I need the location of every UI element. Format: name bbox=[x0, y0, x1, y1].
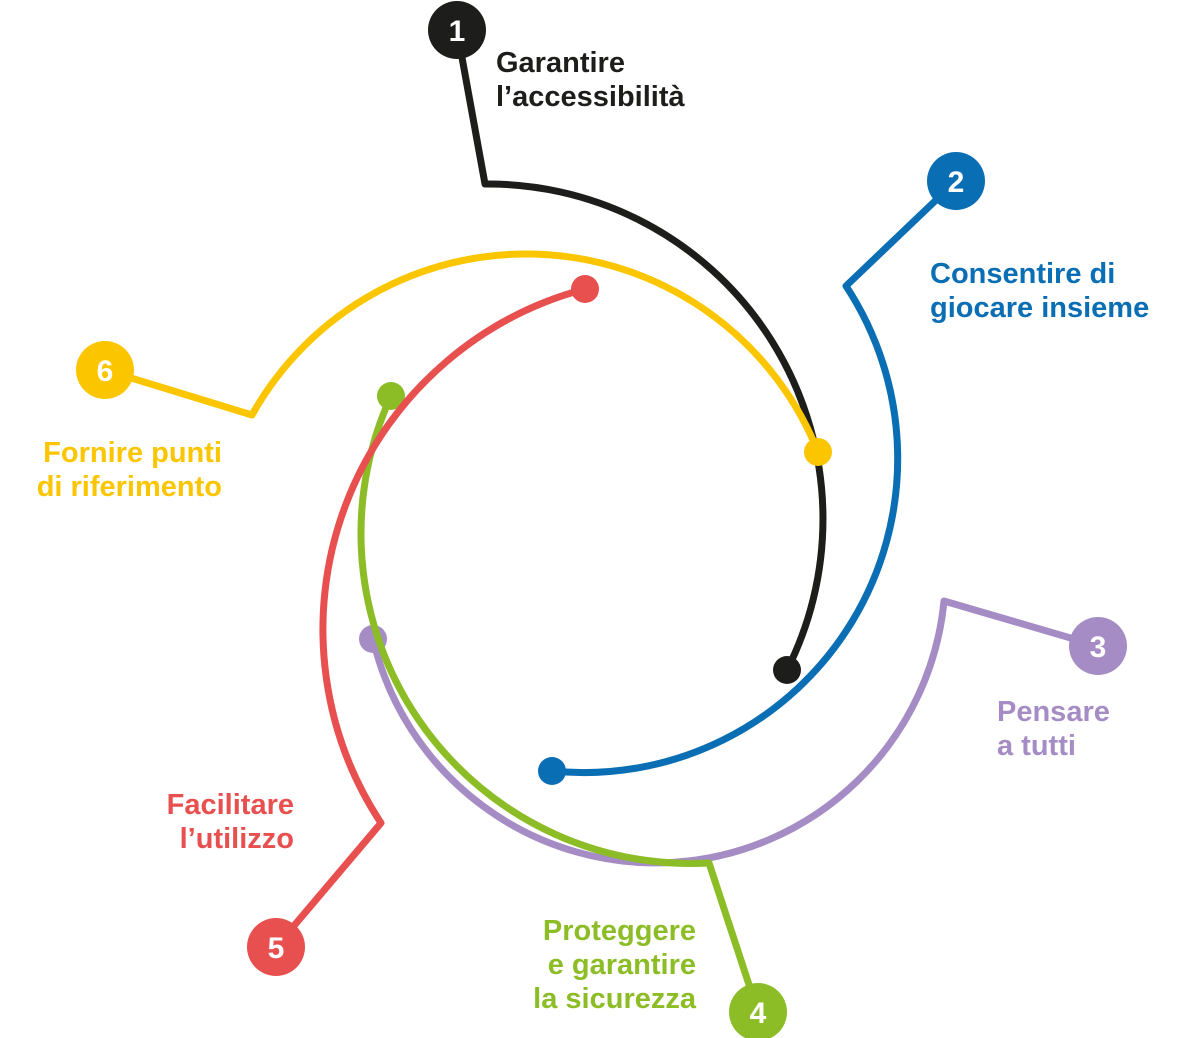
label-line: Pensare bbox=[997, 696, 1110, 728]
step-1-end-dot bbox=[773, 656, 801, 684]
label-line: l’utilizzo bbox=[180, 823, 294, 855]
step-1-badge bbox=[428, 1, 486, 59]
step-1-number: 1 bbox=[449, 15, 466, 48]
step-6-badge bbox=[76, 341, 134, 399]
step-2-badge bbox=[927, 152, 985, 210]
step-5-number: 5 bbox=[268, 932, 285, 965]
step-4-number: 4 bbox=[750, 997, 767, 1030]
label-line: l’accessibilità bbox=[496, 81, 685, 113]
step-5-line bbox=[272, 285, 589, 951]
label-line: Consentire di bbox=[930, 258, 1115, 290]
step-4-end-dot bbox=[377, 382, 405, 410]
label-line: la sicurezza bbox=[533, 983, 697, 1015]
label-line: Facilitare bbox=[167, 789, 294, 821]
step-6-number: 6 bbox=[97, 355, 114, 388]
label-line: a tutti bbox=[997, 730, 1076, 762]
step-5-badge bbox=[247, 918, 305, 976]
step-3-badge bbox=[1069, 617, 1127, 675]
label-line: Garantire bbox=[496, 47, 625, 79]
label-line: giocare insieme bbox=[930, 292, 1149, 324]
step-4-line bbox=[357, 392, 762, 1016]
step-6-end-dot bbox=[804, 438, 832, 466]
step-4-badge bbox=[729, 983, 787, 1038]
step-2-number: 2 bbox=[948, 166, 965, 199]
step-2-end-dot bbox=[538, 757, 566, 785]
step-1-line bbox=[453, 26, 827, 674]
step-6-line bbox=[101, 250, 822, 456]
step-3-number: 3 bbox=[1090, 631, 1107, 664]
label-line: di riferimento bbox=[37, 471, 222, 503]
step-5-end-dot bbox=[571, 275, 599, 303]
label-line: Proteggere bbox=[543, 915, 696, 947]
label-line: e garantire bbox=[548, 949, 696, 981]
step-2-line bbox=[548, 177, 960, 777]
label-line: Fornire punti bbox=[43, 437, 222, 469]
